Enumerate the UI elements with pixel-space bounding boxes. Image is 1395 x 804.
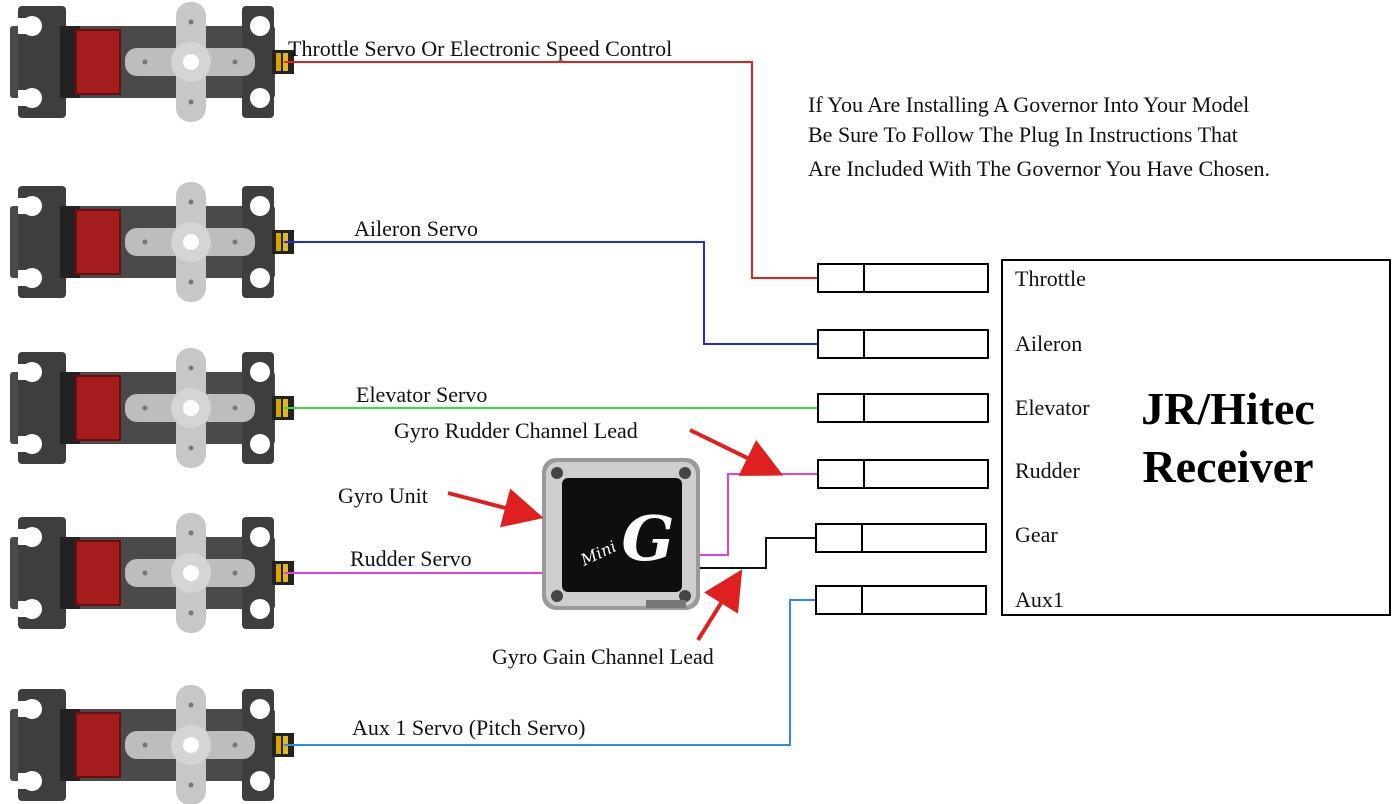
governor-note-line3: Are Included With The Governor You Have … — [808, 156, 1270, 181]
gyro-rudder-lead-arrow — [689, 428, 784, 476]
gyro-rudder-lead-wire — [700, 473, 818, 556]
governor-note-line1: If You Are Installing A Governor Into Yo… — [808, 92, 1249, 117]
slot-aux1 — [815, 585, 987, 615]
slot-throttle — [817, 263, 989, 293]
slot-elevator — [817, 393, 989, 423]
aux1-wire — [284, 599, 816, 746]
aux1-servo-label: Aux 1 Servo (Pitch Servo) — [352, 715, 585, 740]
aileron-servo-image — [9, 181, 295, 303]
slot-aileron — [817, 329, 989, 359]
gyro-rudder-lead-label: Gyro Rudder Channel Lead — [394, 418, 638, 443]
aileron-wire — [284, 241, 818, 345]
slot-gear — [815, 523, 987, 553]
throttle-servo-image — [9, 1, 295, 123]
receiver-box — [1001, 259, 1391, 616]
channel-label-throttle: Throttle — [1015, 266, 1086, 291]
receiver-slots — [815, 263, 989, 615]
elevator-servo-image — [9, 347, 295, 469]
governor-note-line2: Be Sure To Follow The Plug In Instructio… — [808, 122, 1238, 147]
channel-label-aileron: Aileron — [1015, 331, 1082, 356]
annotation-arrows — [447, 428, 784, 642]
channel-label-aux1: Aux1 — [1015, 587, 1064, 612]
gyro-logo-letter: G — [622, 502, 675, 575]
aux1-servo-image — [9, 684, 295, 804]
throttle-servo-label: Throttle Servo Or Electronic Speed Contr… — [288, 36, 672, 61]
aileron-servo-label: Aileron Servo — [354, 216, 478, 241]
gyro-gain-lead-label: Gyro Gain Channel Lead — [492, 644, 714, 669]
channel-label-rudder: Rudder — [1015, 458, 1080, 483]
gyro-gain-lead-arrow — [696, 569, 743, 642]
throttle-wire — [284, 61, 818, 279]
channel-label-elevator: Elevator — [1015, 395, 1090, 420]
slot-rudder — [817, 459, 989, 489]
channel-label-gear: Gear — [1015, 522, 1058, 547]
gyro-unit-arrow — [447, 488, 544, 528]
gyro-unit-image: G Mini — [542, 458, 700, 610]
receiver-title-line1: JR/Hitec — [1141, 383, 1315, 434]
rudder-servo-label: Rudder Servo — [350, 546, 472, 571]
gyro-gain-lead-wire — [700, 537, 816, 569]
elevator-servo-label: Elevator Servo — [356, 382, 487, 407]
rudder-servo-image — [9, 512, 295, 634]
receiver-title-line2: Receiver — [1142, 441, 1313, 492]
gyro-unit-label: Gyro Unit — [338, 483, 428, 508]
